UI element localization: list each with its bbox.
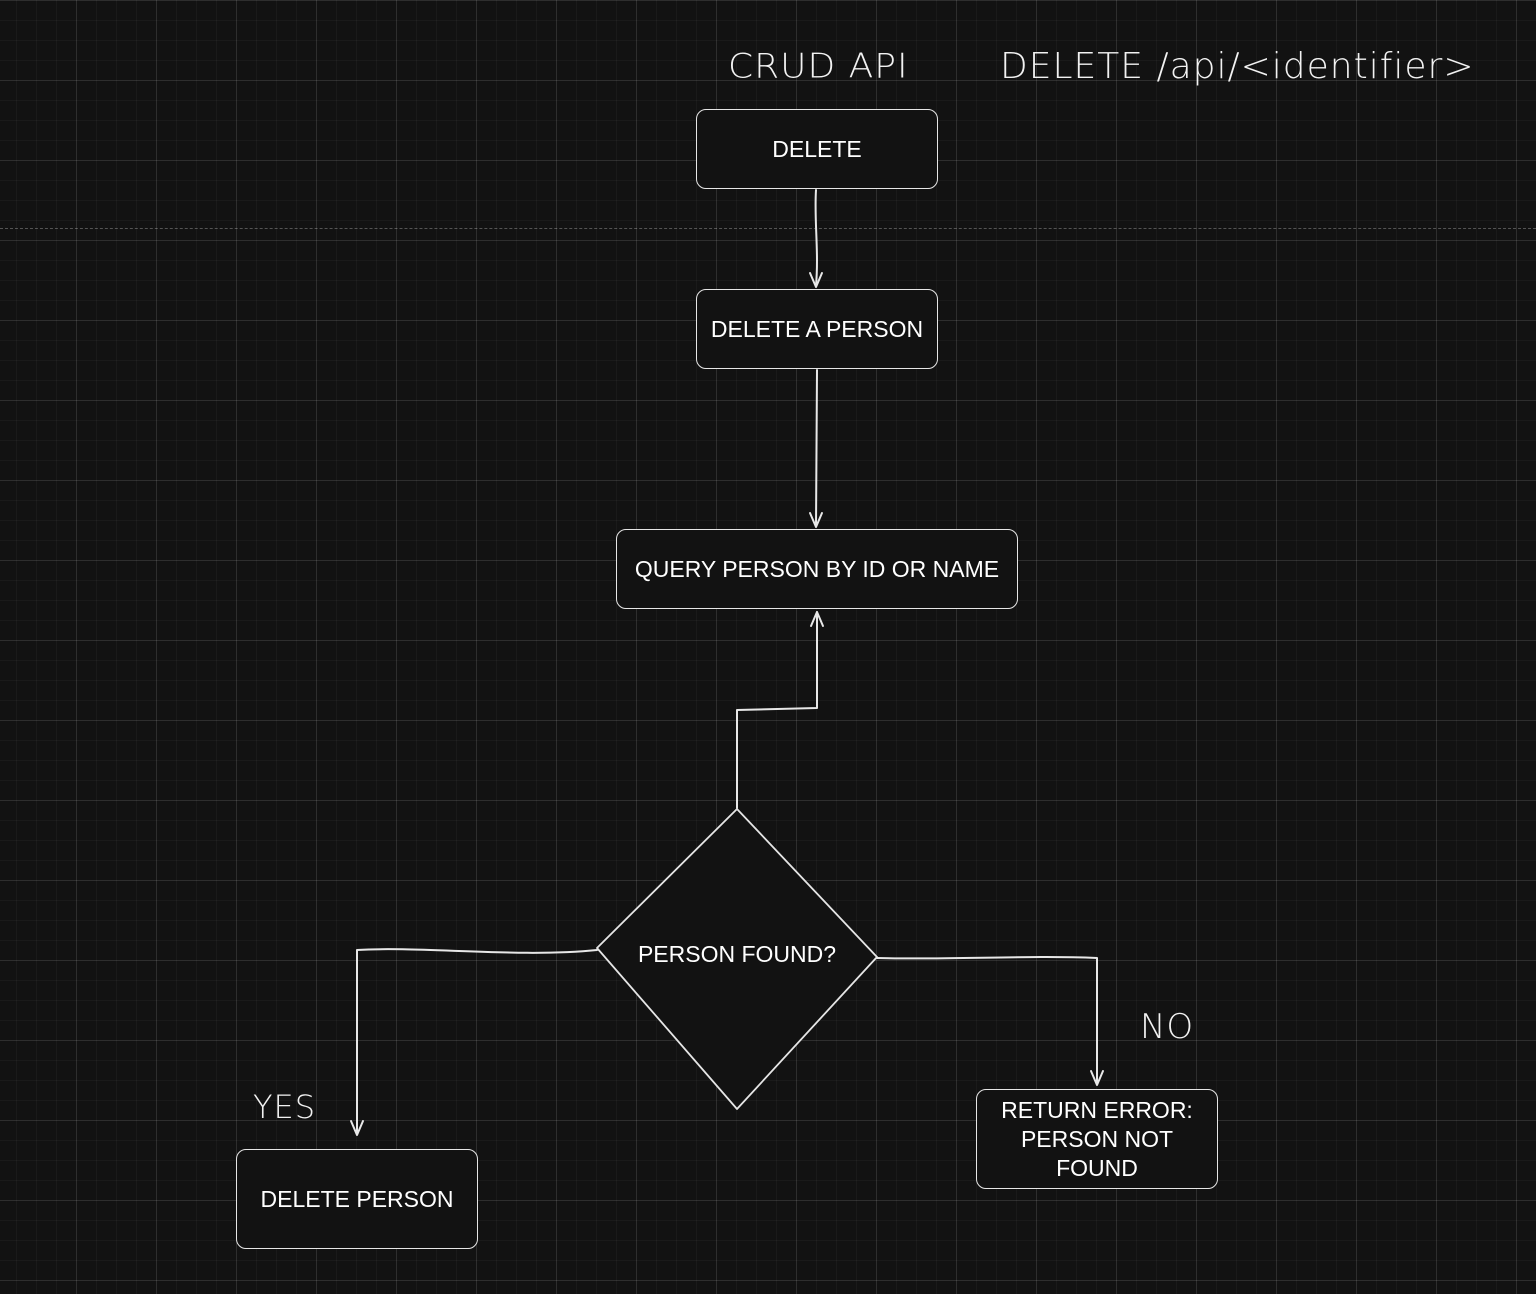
node-person-found-decision[interactable]: PERSON FOUND? bbox=[596, 808, 878, 1110]
arrow-decision-to-delete-person bbox=[356, 948, 598, 1135]
node-query-person[interactable]: QUERY PERSON BY ID OR NAME bbox=[616, 529, 1018, 609]
branch-no-label: NO bbox=[1140, 1007, 1195, 1047]
node-delete-person-label: DELETE PERSON bbox=[260, 1185, 454, 1212]
arrow-decision-to-delete-person-head bbox=[350, 1120, 364, 1136]
node-delete[interactable]: DELETE bbox=[696, 109, 938, 189]
node-return-error-label: RETURN ERROR: PERSON NOT FOUND bbox=[1001, 1096, 1193, 1181]
arrow-delete-to-delete-a-person bbox=[814, 189, 818, 287]
node-delete-label: DELETE bbox=[772, 135, 862, 162]
arrow-decision-to-return-error bbox=[876, 956, 1098, 1085]
branch-yes-label: YES bbox=[253, 1088, 317, 1126]
arrow-delete-to-delete-a-person-head bbox=[809, 272, 823, 288]
node-person-found-label: PERSON FOUND? bbox=[637, 941, 837, 967]
arrow-decision-to-query-head bbox=[810, 611, 824, 627]
node-delete-person[interactable]: DELETE PERSON bbox=[236, 1149, 478, 1249]
node-query-person-label: QUERY PERSON BY ID OR NAME bbox=[634, 555, 1000, 582]
arrow-decision-to-query bbox=[736, 611, 818, 809]
section-divider bbox=[0, 228, 1536, 229]
node-return-error[interactable]: RETURN ERROR: PERSON NOT FOUND bbox=[976, 1089, 1218, 1189]
route-label: DELETE /api/<identifier> bbox=[1000, 46, 1475, 87]
arrow-delete-a-person-to-query-head bbox=[809, 512, 823, 528]
node-delete-a-person-label: DELETE A PERSON bbox=[710, 315, 924, 342]
node-delete-a-person[interactable]: DELETE A PERSON bbox=[696, 289, 938, 369]
diagram-title: CRUD API bbox=[728, 47, 909, 86]
decision-diamond-shape bbox=[596, 808, 878, 1110]
arrow-delete-a-person-to-query bbox=[815, 369, 818, 527]
arrow-decision-to-return-error-head bbox=[1090, 1070, 1104, 1086]
